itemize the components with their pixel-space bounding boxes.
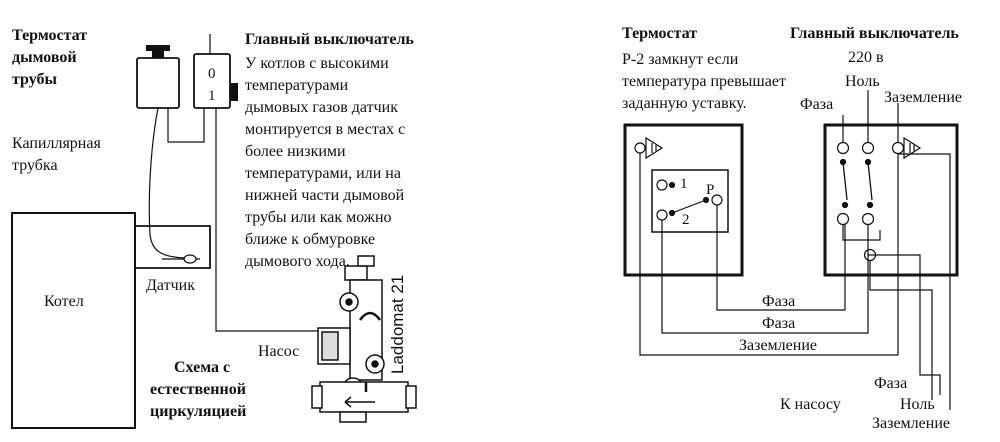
description-line-10: дымового хода. xyxy=(245,253,350,270)
scheme-caption-2: естественной xyxy=(150,381,246,398)
contact-2-label: 2 xyxy=(682,212,690,228)
description-line-1: У котлов с высокими xyxy=(245,55,389,72)
wires xyxy=(639,153,951,410)
to-pump-label: К насосу xyxy=(780,396,841,413)
wire-ground-label: Заземление xyxy=(739,337,817,354)
neutral-label: Ноль xyxy=(845,73,880,90)
flue-thermostat-label-1: Термостат xyxy=(12,27,88,44)
flue-thermostat-label-2: дымовой xyxy=(12,49,77,66)
description-line-9: ближе к обмуровке xyxy=(245,231,376,248)
capillary-label-2: трубка xyxy=(12,157,58,174)
capillary-tube xyxy=(148,107,186,259)
switch-off-label: 0 xyxy=(208,66,216,82)
sensor-probe xyxy=(183,254,197,264)
description-line-7: нижней части дымовой xyxy=(245,187,405,204)
flue-thermostat-box xyxy=(136,57,180,109)
switch-ground-icon xyxy=(903,136,922,160)
contact-1-label: 1 xyxy=(680,176,688,192)
wire-phase-1-label: Фаза xyxy=(762,293,796,310)
thermostat-knob xyxy=(152,50,164,58)
sensor-housing xyxy=(135,225,211,269)
thermostat-title: Термостат xyxy=(622,25,698,42)
scheme-caption-1: Схема с xyxy=(174,359,231,376)
switch-on-label: 1 xyxy=(208,88,216,104)
relay-contacts xyxy=(656,179,723,221)
voltage-label: 220 в xyxy=(848,49,884,66)
boiler-box xyxy=(11,212,136,429)
ground-label: Заземление xyxy=(884,89,962,106)
thermostat-note-3: заданную уставку. xyxy=(622,95,747,112)
out-ground-label: Заземление xyxy=(872,415,950,432)
pump-label: Насос xyxy=(258,343,300,360)
switch-lever xyxy=(230,83,238,101)
thermostat-note-2: температура превышает xyxy=(622,73,786,90)
description-line-2: температурами xyxy=(245,77,349,94)
pump-wire xyxy=(215,108,322,332)
sensor-label: Датчик xyxy=(146,277,195,294)
description-line-8: трубы или как можно xyxy=(245,209,392,226)
out-neutral-label: Ноль xyxy=(900,396,935,413)
capillary-label-1: Капиллярная xyxy=(12,135,101,152)
right-main-switch-title: Главный выключатель xyxy=(790,25,959,42)
phase-label: Фаза xyxy=(800,96,834,113)
brand-label: Laddomat 21 xyxy=(388,274,407,374)
left-main-switch-title: Главный выключатель xyxy=(245,31,414,48)
description-line-5: более низкими xyxy=(245,143,346,160)
description-line-3: дымовых газов датчик xyxy=(245,99,398,116)
boiler-label: Котел xyxy=(44,293,84,310)
thermostat-note-1: Р-2 замкнут если xyxy=(622,51,739,68)
description-line-6: температурами, или на xyxy=(245,165,401,182)
description-line-4: монтируется в местах с xyxy=(245,121,406,138)
scheme-caption-3: циркуляцией xyxy=(150,403,247,420)
laddomat-unit xyxy=(311,255,417,423)
out-phase-label: Фаза xyxy=(874,375,908,392)
main-switch-box xyxy=(193,53,231,109)
wire-phase-2-label: Фаза xyxy=(762,315,796,332)
flue-thermostat-label-3: трубы xyxy=(12,71,58,88)
contact-p-label: P xyxy=(706,182,715,198)
